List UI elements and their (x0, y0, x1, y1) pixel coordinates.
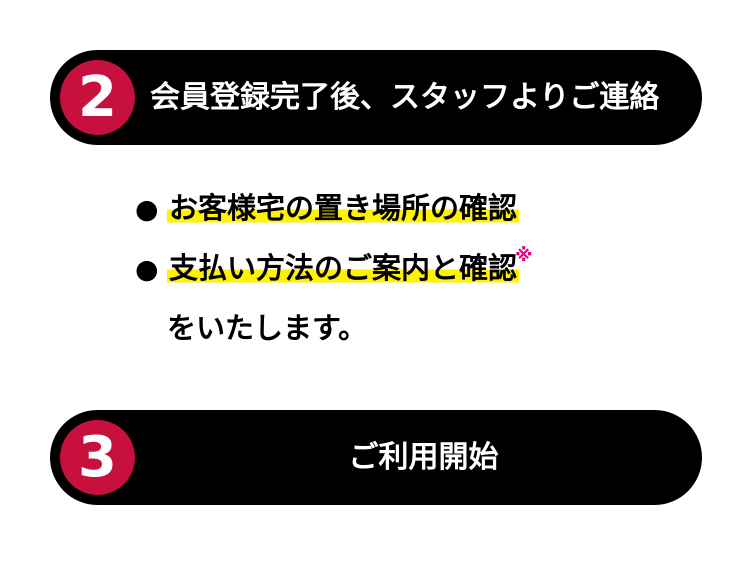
step-2-banner: 2 会員登録完了後、スタッフよりご連絡 (50, 50, 702, 145)
detail-item-payment: ● 支払い方法のご案内と確認※ (135, 238, 695, 298)
step-3-number-badge: 3 (60, 420, 135, 495)
detail-item-text: お客様宅の置き場所の確認 (167, 191, 520, 225)
step-2-title: 会員登録完了後、スタッフよりご連絡 (150, 80, 660, 115)
step-3-banner: 3 ご利用開始 (50, 410, 702, 505)
bullet-icon: ● (135, 254, 159, 285)
detail-item-text: 支払い方法のご案内と確認 (167, 251, 520, 285)
step-3-title: ご利用開始 (348, 440, 499, 475)
step-2-details: ● お客様宅の置き場所の確認 ● 支払い方法のご案内と確認※ をいたします。 (135, 178, 695, 358)
step-2-number-badge: 2 (60, 60, 135, 135)
detail-item-location: ● お客様宅の置き場所の確認 (135, 178, 695, 238)
bullet-icon: ● (135, 194, 159, 225)
note-mark: ※ (515, 245, 533, 266)
detail-closing-text: をいたします。 (167, 311, 368, 345)
